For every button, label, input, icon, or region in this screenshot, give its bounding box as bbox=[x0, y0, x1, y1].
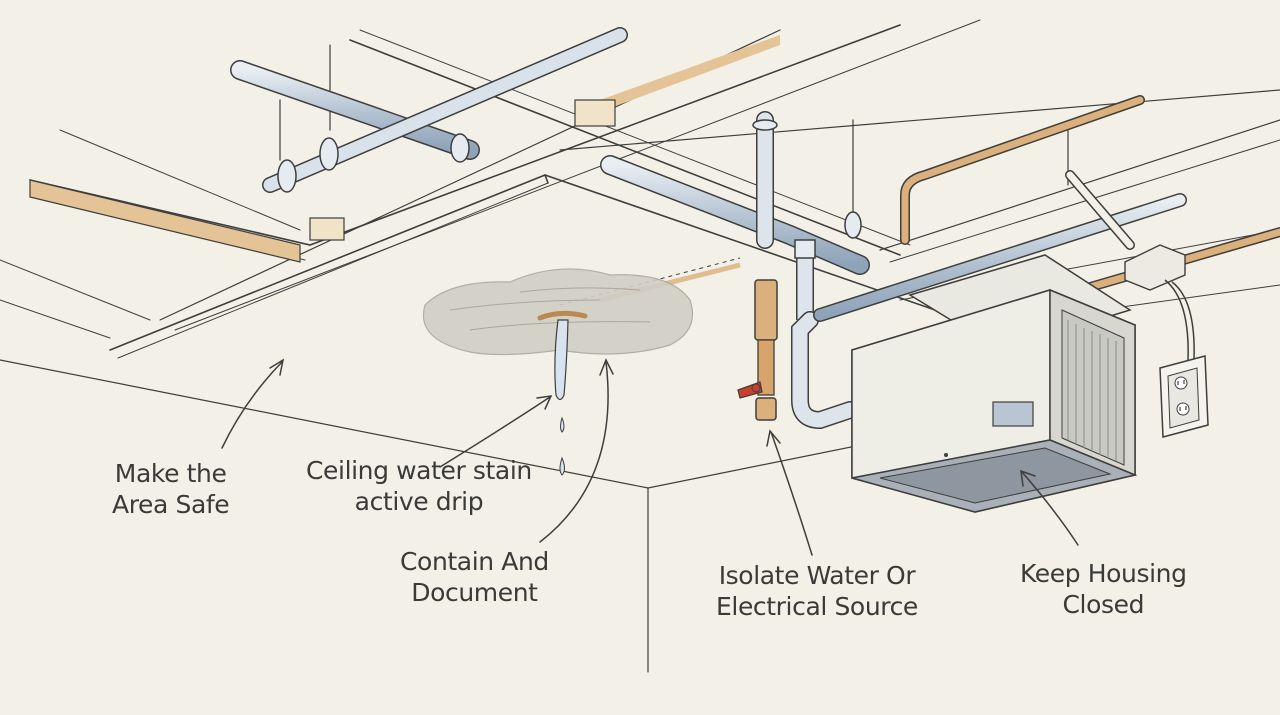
label-line: Closed bbox=[1062, 590, 1145, 619]
water-stain-icon bbox=[423, 268, 694, 356]
arrow-area-safe bbox=[221, 361, 283, 449]
label-line: Electrical Source bbox=[716, 592, 918, 621]
label-ceiling-water-stain: Ceiling water stain active drip bbox=[306, 455, 532, 517]
electrical-outlet-icon bbox=[1159, 355, 1209, 438]
label-contain-and-document: Contain And Document bbox=[400, 546, 549, 608]
label-line: Contain And bbox=[400, 547, 549, 576]
label-line: Keep Housing bbox=[1020, 559, 1187, 588]
label-line: Ceiling water stain bbox=[306, 456, 532, 485]
ceiling-unit-icon bbox=[851, 254, 1138, 513]
arrow-contain bbox=[539, 361, 609, 543]
water-pipes bbox=[230, 27, 1187, 430]
wood-beam bbox=[29, 35, 780, 263]
arrow-housing bbox=[1021, 471, 1079, 546]
drip-icon bbox=[554, 319, 569, 476]
label-line: Isolate Water Or bbox=[718, 561, 916, 590]
label-line: Make the bbox=[114, 459, 227, 488]
arrow-isolate bbox=[770, 431, 813, 556]
arrow-stain bbox=[439, 396, 551, 468]
label-make-area-safe: Make the Area Safe bbox=[112, 458, 230, 520]
label-line: active drip bbox=[354, 487, 484, 516]
label-line: Area Safe bbox=[112, 490, 230, 519]
pointer-arrows bbox=[221, 358, 1079, 556]
label-line: Document bbox=[411, 578, 538, 607]
label-keep-housing-closed: Keep Housing Closed bbox=[1020, 558, 1187, 620]
junction-box-icon bbox=[1124, 244, 1195, 361]
shutoff-valve-icon bbox=[737, 279, 778, 421]
label-isolate-source: Isolate Water Or Electrical Source bbox=[716, 560, 918, 622]
